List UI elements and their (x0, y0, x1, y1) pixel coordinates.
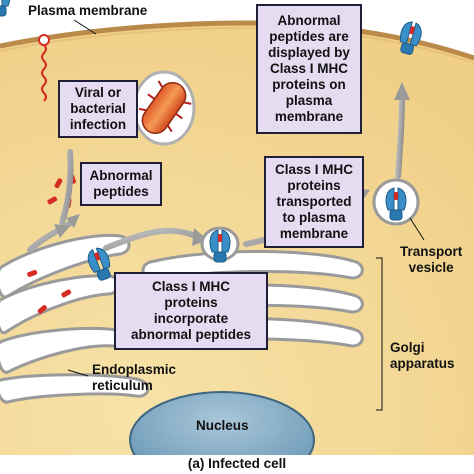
vesicle-to-golgi (200, 226, 240, 263)
transport-vesicle-label: Transport vesicle (400, 244, 463, 275)
nucleus (129, 391, 315, 474)
displayed-box: Abnormal peptides are displayed by Class… (256, 4, 362, 134)
caption-bar (0, 455, 474, 474)
transported-box: Class I MHC proteins transported to plas… (264, 156, 364, 248)
mhc-protein-icon (0, 0, 11, 17)
viral-infection-box: Viral or bacterial infection (58, 80, 138, 138)
er-label: Endoplasmic reticulum (92, 362, 177, 393)
caption: (a) Infected cell (187, 456, 287, 471)
golgi-bracket (376, 257, 383, 411)
endoplasmic-reticulum (0, 233, 150, 404)
incorporate-box: Class I MHC proteins incorporate abnorma… (114, 272, 268, 350)
plasma-membrane-label: Plasma membrane (28, 3, 148, 18)
abnormal-peptides-box: Abnormal peptides (80, 162, 162, 206)
golgi-label: Golgi apparatus (390, 340, 455, 371)
nucleus-label: Nucleus (196, 418, 249, 433)
bacterium-icon (132, 70, 196, 146)
virus-strand-icon (38, 34, 50, 102)
transport-vesicle-icon (372, 178, 420, 226)
